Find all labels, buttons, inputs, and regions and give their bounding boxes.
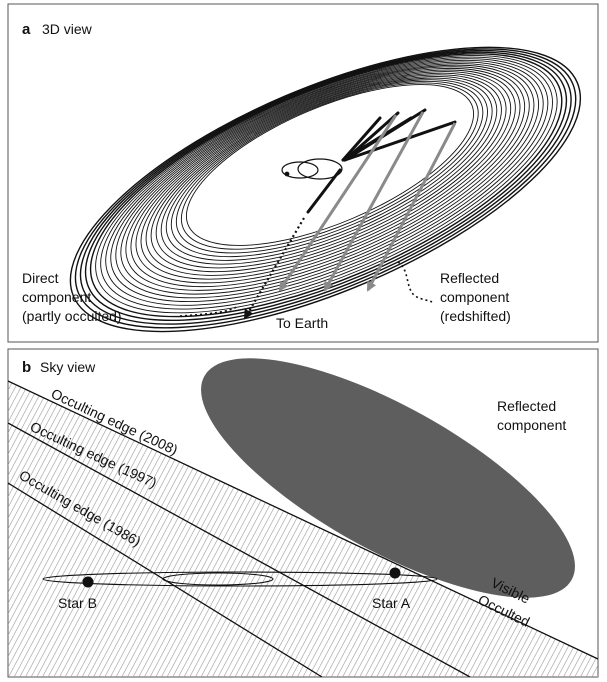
panel-b: b Sky view Reflected component Occulting… [7, 348, 599, 678]
disk-ring [100, 56, 553, 310]
binary-orbit [281, 158, 343, 180]
disk-ring [95, 54, 558, 314]
disk-ring [145, 71, 512, 276]
disk-ring [135, 67, 521, 284]
panel-a-title: 3D view [42, 21, 93, 37]
occulting-edge-1997-line [8, 422, 471, 677]
star-a-dot [389, 567, 401, 579]
reflected-label-1: Reflected [440, 270, 499, 286]
reflected-component-blob [201, 358, 575, 598]
blob-label-1: Reflected [497, 398, 556, 414]
disk-ring [110, 59, 544, 303]
disk-ring [115, 61, 540, 299]
panel-a: a 3D view Direct [7, 3, 599, 343]
disk-ring [165, 77, 493, 261]
occulting-edge-2008-line [8, 380, 598, 660]
disk-ring [89, 53, 563, 318]
panel-a-frame [7, 3, 599, 343]
panel-b-label-bg [20, 355, 98, 377]
direct-label-1: Direct [22, 270, 59, 286]
reflected-label-3: (redshifted) [440, 308, 511, 324]
disk-ring [180, 82, 479, 250]
disk-ring [84, 51, 568, 322]
disk-ring [175, 80, 484, 254]
disk-ring [185, 84, 475, 246]
occulted-region [8, 381, 598, 677]
disk-ring [105, 58, 549, 306]
disk-ring [170, 79, 488, 258]
disk-ring [74, 48, 577, 329]
disk-ring [150, 72, 507, 273]
disk-ring [130, 66, 526, 288]
panel-a-letter: a [22, 21, 31, 38]
reflected-arrows [278, 111, 457, 292]
reflected-leader [397, 261, 433, 303]
panel-b-letter: b [22, 359, 31, 376]
disk-ring [125, 64, 530, 291]
incident-rays [306, 108, 457, 214]
panel-b-title: Sky view [40, 359, 96, 375]
direct-arrow [243, 217, 305, 320]
star-orbits [42, 571, 438, 587]
blob-label-2: component [497, 417, 566, 433]
reflected-label-2: component [440, 289, 509, 305]
to-earth-label: To Earth [276, 315, 328, 331]
disk-ring [79, 49, 572, 325]
star-a-label: Star A [372, 595, 411, 611]
direct-label-2: component [22, 289, 91, 305]
star-b-dot [82, 576, 94, 588]
disk-ring [69, 46, 582, 333]
occulting-edge-1986-line [8, 482, 323, 677]
disk-ring [120, 63, 535, 295]
direct-leader [179, 305, 239, 317]
direct-label-3: (partly occulted) [22, 308, 122, 324]
star-b-label: Star B [58, 595, 97, 611]
disk-ring [140, 69, 516, 280]
